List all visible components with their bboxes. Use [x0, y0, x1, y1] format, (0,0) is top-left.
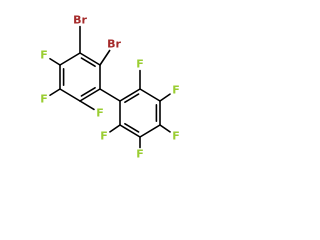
atom-label-f2: F	[40, 93, 48, 106]
atom-label-br2: Br	[107, 38, 121, 51]
atom-label-f7: F	[136, 148, 144, 161]
atom-label-f8: F	[100, 130, 108, 143]
bond-c4-c5	[59, 88, 81, 102]
atom-label-br1: Br	[73, 14, 87, 27]
bond-c10-f6	[159, 124, 171, 133]
double-bond-inner-c1-c2	[80, 57, 96, 68]
bond-c5-f2	[49, 88, 61, 97]
atom-label-f6: F	[172, 130, 180, 143]
bond-c3-c7	[99, 88, 121, 102]
bond-c2-br2	[99, 49, 111, 66]
atom-label-f5: F	[172, 84, 180, 97]
bond-c1-c2	[79, 52, 101, 66]
atom-label-f4: F	[136, 58, 144, 71]
bond-c11-c12	[119, 124, 141, 138]
bond-c6-c1	[59, 52, 81, 66]
bond-c8-c9	[139, 88, 161, 102]
bond-c9-f5	[159, 93, 171, 102]
bond-c3-c4	[79, 88, 101, 102]
bond-c7-c8	[119, 88, 141, 102]
double-bond-inner-c7-c8	[124, 93, 140, 104]
bonds-layer	[49, 25, 171, 149]
bond-c10-c11	[139, 124, 161, 138]
atom-label-f1: F	[40, 49, 48, 62]
bond-c12-f8	[109, 124, 121, 133]
atom-label-f3: F	[96, 107, 104, 120]
double-bond-inner-c11-c12	[124, 122, 140, 133]
bond-c4-f3	[79, 100, 95, 111]
double-bond-inner-c3-c4	[80, 86, 96, 97]
bond-c6-f1	[49, 57, 61, 66]
